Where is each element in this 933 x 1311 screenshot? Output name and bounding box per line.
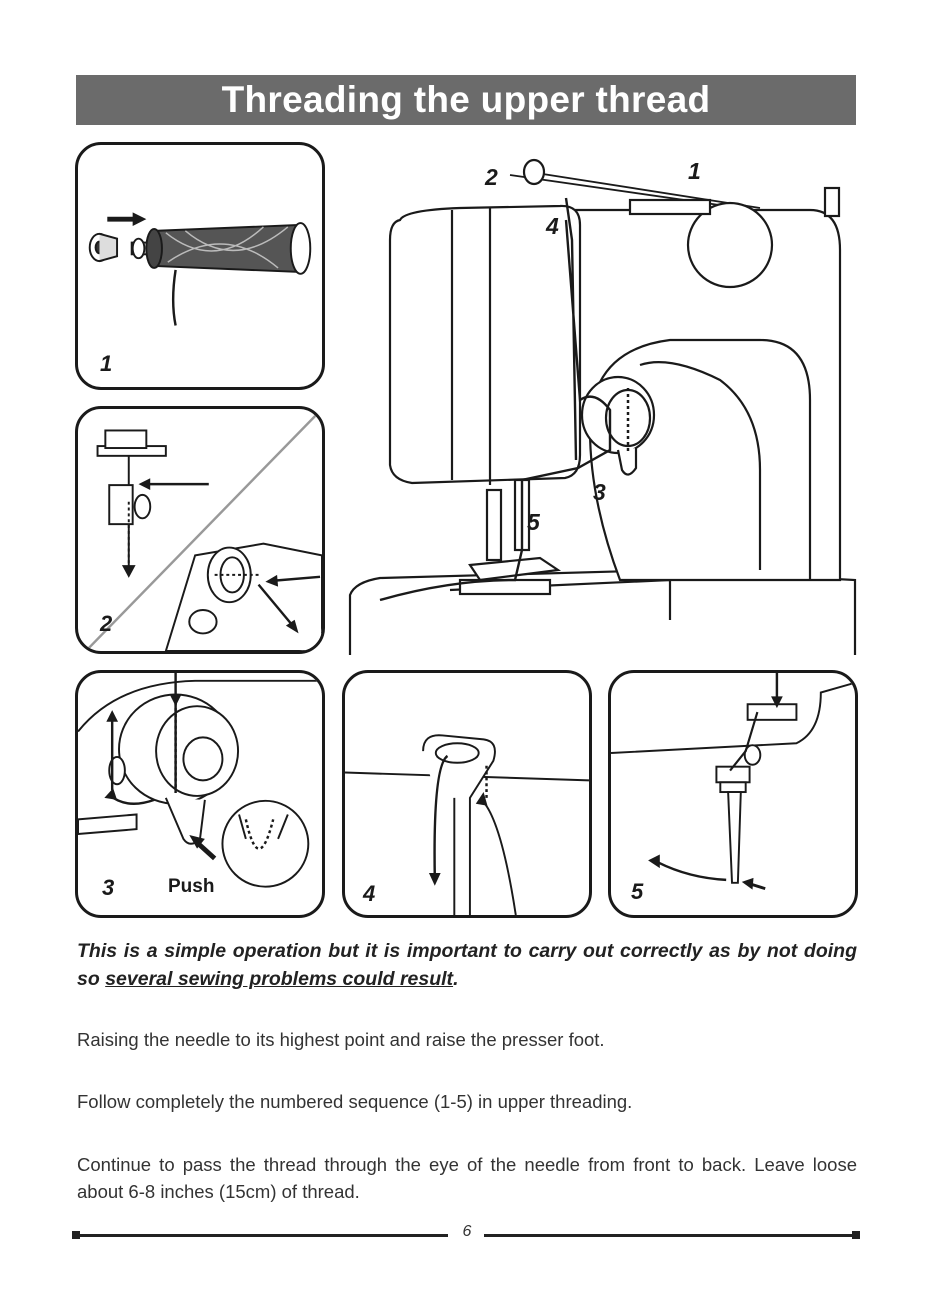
page-number: 6 xyxy=(455,1223,479,1241)
sewing-machine-illustration: 1 2 3 4 5 xyxy=(340,150,860,655)
intro-underlined: several sewing problems could result xyxy=(105,968,453,990)
machine-label-5: 5 xyxy=(527,509,540,536)
step-number: 3 xyxy=(102,875,114,901)
page-title: Threading the upper thread xyxy=(222,79,711,121)
step-panel-4: 4 xyxy=(342,670,592,918)
intro-warning: This is a simple operation but it is imp… xyxy=(77,937,857,993)
spool-cap-icon xyxy=(90,234,117,261)
footer-rule-right xyxy=(484,1234,856,1237)
machine-label-4: 4 xyxy=(546,213,559,240)
thread-guide-illustration xyxy=(78,409,322,651)
step-panel-1: 1 xyxy=(75,142,325,390)
step-panel-2: 2 xyxy=(75,406,325,654)
thread-spool-icon xyxy=(132,223,311,325)
push-label: Push xyxy=(168,876,214,898)
footer-dot-right xyxy=(852,1231,860,1239)
machine-label-3: 3 xyxy=(593,479,606,506)
step-number: 1 xyxy=(100,351,112,377)
step-number: 4 xyxy=(363,881,375,907)
intro-end: . xyxy=(453,968,458,990)
step-number: 2 xyxy=(100,611,112,637)
instruction-paragraph-3: Continue to pass the thread through the … xyxy=(77,1151,857,1205)
machine-label-2: 2 xyxy=(485,164,498,191)
machine-label-1: 1 xyxy=(688,158,701,185)
footer-rule-left xyxy=(76,1234,448,1237)
arrow-icon xyxy=(107,212,146,226)
step-panel-3: 3 Push xyxy=(75,670,325,918)
spool-illustration xyxy=(78,145,322,387)
title-bar: Threading the upper thread xyxy=(76,75,856,125)
step-panel-5: 5 xyxy=(608,670,858,918)
instruction-paragraph-2: Follow completely the numbered sequence … xyxy=(77,1088,857,1115)
sewing-machine-drawing xyxy=(340,150,860,655)
needle-illustration xyxy=(611,673,855,915)
step-number: 5 xyxy=(631,879,643,905)
instruction-paragraph-1: Raising the needle to its highest point … xyxy=(77,1026,857,1053)
take-up-lever-illustration xyxy=(345,673,589,915)
